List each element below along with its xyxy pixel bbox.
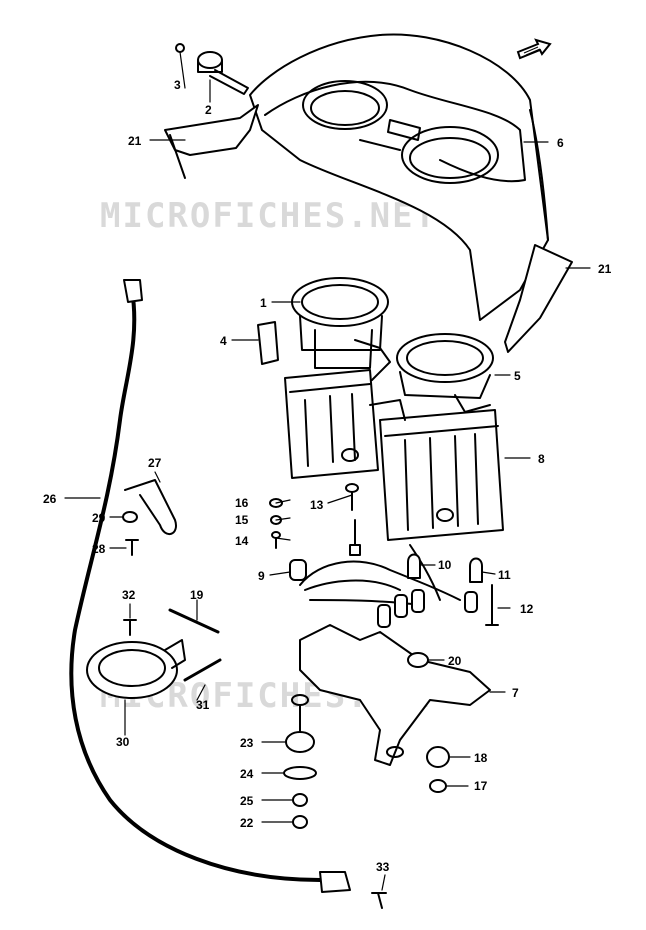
pad-right: [504, 244, 573, 353]
meter-cover: [249, 33, 549, 321]
wiring-harness: [289, 519, 478, 628]
speedometer-cable: [69, 288, 322, 882]
callout-28: 28: [92, 542, 106, 556]
callout-2: 2: [205, 103, 212, 117]
callout-16: 16: [235, 496, 249, 510]
mount-stack: [283, 704, 317, 829]
callout-6: 6: [557, 136, 564, 150]
callout-22: 22: [240, 816, 254, 830]
tachometer: [396, 333, 494, 413]
meter-case: [284, 369, 504, 541]
callout-10: 10: [438, 558, 452, 572]
callout-33: 33: [376, 860, 390, 874]
bulb-10: [407, 553, 421, 579]
callout-25: 25: [240, 794, 254, 808]
callout-27: 27: [148, 456, 162, 470]
front-arrow-icon: [516, 38, 552, 60]
callout-4: 4: [220, 334, 227, 348]
callout-7: 7: [512, 686, 519, 700]
callout-5: 5: [514, 369, 521, 383]
screw-32: [123, 619, 137, 636]
circlip: [175, 43, 185, 53]
bulb-11: [469, 557, 483, 583]
callout-23: 23: [240, 736, 254, 750]
callout-18: 18: [474, 751, 488, 765]
callout-1: 1: [260, 296, 267, 310]
screw-33: [371, 892, 387, 909]
bolt-31: [183, 658, 222, 682]
meter-bracket: [299, 624, 491, 766]
fasteners-13-16: [269, 483, 359, 549]
callout-3: 3: [174, 78, 181, 92]
bolt-28: [125, 539, 139, 556]
bolt-19: [168, 608, 220, 634]
bracket-4: [257, 321, 279, 365]
callout-24: 24: [240, 767, 254, 781]
callout-19: 19: [190, 588, 204, 602]
cushion-18: [426, 746, 450, 768]
callout-17: 17: [474, 779, 488, 793]
callout-9: 9: [258, 569, 265, 583]
callout-8: 8: [538, 452, 545, 466]
callout-30: 30: [116, 735, 130, 749]
callout-20: 20: [448, 654, 462, 668]
callout-26: 26: [43, 492, 57, 506]
callout-21-left: 21: [128, 134, 142, 148]
screw-12: [485, 584, 499, 626]
callout-29: 29: [92, 511, 106, 525]
callout-31: 31: [196, 698, 210, 712]
drive-gear: [197, 51, 249, 95]
callout-14: 14: [235, 534, 249, 548]
cable-clip: [124, 479, 177, 535]
leader-lines: [64, 51, 591, 891]
callout-11: 11: [498, 568, 511, 582]
callout-21-right: 21: [598, 262, 612, 276]
clamp-30: [86, 639, 186, 699]
callout-13: 13: [310, 498, 324, 512]
callout-12: 12: [520, 602, 534, 616]
speedometer: [291, 277, 391, 381]
nut-17: [429, 779, 447, 793]
washer-29: [122, 511, 138, 523]
pad-left: [164, 104, 259, 156]
grommet-20: [407, 652, 429, 668]
callout-32: 32: [122, 588, 136, 602]
callout-15: 15: [235, 513, 249, 527]
